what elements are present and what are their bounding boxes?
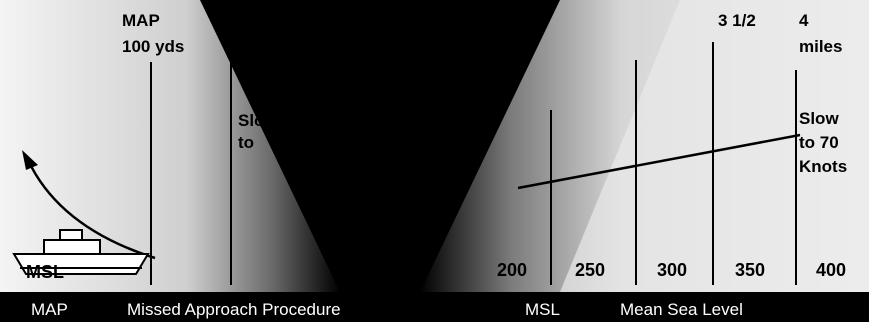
missed-approach-arrowhead <box>22 150 38 170</box>
legend-msl-full: Mean Sea Level <box>620 300 743 319</box>
legend: MAP Missed Approach Procedure MSL Mean S… <box>0 292 869 322</box>
legend-map-full: Missed Approach Procedure <box>127 300 341 319</box>
four-mile-label: 4 <box>799 11 809 30</box>
right-lit-core <box>560 0 869 292</box>
legend-msl-abbr: MSL <box>525 300 560 319</box>
ship-icon <box>12 229 150 275</box>
altitude-400: 400 <box>816 260 846 280</box>
right-slow-line2: to 70 <box>799 133 839 152</box>
missed-approach-path <box>26 159 156 260</box>
three-half-mile-label: 3 1/2 <box>718 11 756 30</box>
left-slow-line2: to <box>238 133 254 152</box>
right-slow-line3: Knots <box>799 157 847 176</box>
ship-msl-label: MSL <box>26 262 64 282</box>
miles-label: miles <box>799 37 842 56</box>
altitude-250: 250 <box>575 260 605 280</box>
map-distance-label: 100 yds <box>122 37 184 56</box>
altitude-300: 300 <box>657 260 687 280</box>
legend-map-abbr: MAP <box>31 300 68 319</box>
half-mile-label: 1/2 <box>229 11 253 30</box>
altitude-200: 200 <box>497 260 527 280</box>
one-mile-label: 1 <box>313 11 322 30</box>
left-lit-region <box>0 0 340 292</box>
map-label: MAP <box>122 11 160 30</box>
altitude-350: 350 <box>735 260 765 280</box>
right-slow-line1: Slow <box>799 109 839 128</box>
approach-path <box>517 133 801 190</box>
left-slow-line1: Slow <box>238 111 278 130</box>
